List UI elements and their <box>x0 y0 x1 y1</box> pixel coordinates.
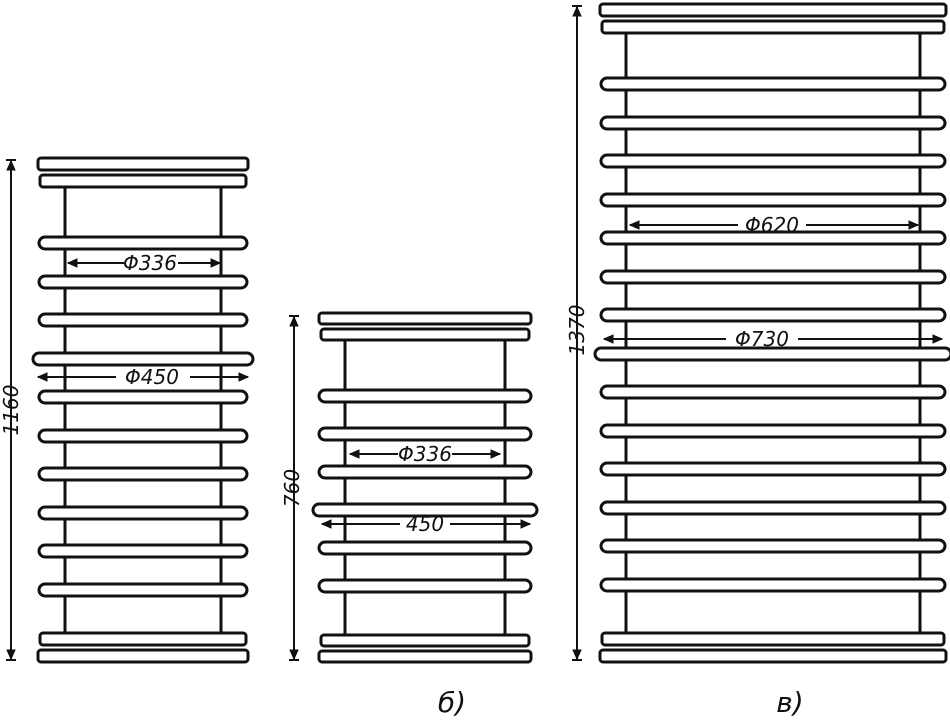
shed-c-1 <box>599 76 947 92</box>
shed-a-6 <box>37 428 249 444</box>
cap-plate-bottom-a <box>36 648 250 664</box>
height-dim-a-arrow-bottom <box>6 649 16 661</box>
diameter-dim-c-2-arrow-left <box>602 334 614 344</box>
shed-a-4 <box>31 351 255 367</box>
height-dim-b-arrow-bottom <box>289 649 299 661</box>
diameter-dim-b-2-arrow-left <box>320 519 332 529</box>
shed-c-5 <box>599 230 947 246</box>
diameter-dim-b-2-arrow-right <box>520 519 532 529</box>
cap-plate-top-a <box>36 156 250 172</box>
diameter-dim-c-2-arrow-right <box>932 334 944 344</box>
shed-a-1 <box>37 235 249 251</box>
shed-c-9 <box>599 384 947 400</box>
shed-a-2 <box>37 274 249 290</box>
cap-ring-bottom-b <box>319 633 531 648</box>
diameter-dim-a-2-arrow-right <box>238 372 250 382</box>
height-dim-c-arrow-top <box>572 5 582 17</box>
diameter-dim-b-1-arrow-left <box>348 449 360 459</box>
diameter-label-a-1: Φ336 <box>123 251 177 275</box>
shed-b-2 <box>317 426 533 442</box>
diameter-label-b-2: 450 <box>406 512 444 536</box>
diameter-label-b-1: Φ336 <box>398 442 452 466</box>
shed-b-4 <box>311 502 539 518</box>
shed-c-4 <box>599 192 947 208</box>
diameter-dim-c-1-arrow-left <box>628 220 640 230</box>
shed-b-6 <box>317 578 533 594</box>
shed-c-6 <box>599 269 947 285</box>
height-label-c: 1370 <box>565 305 589 356</box>
shed-c-11 <box>599 461 947 477</box>
diameter-dim-c-1-arrow-right <box>908 220 920 230</box>
shed-a-5 <box>37 389 249 405</box>
cap-ring-top-b <box>319 327 531 342</box>
shed-c-8 <box>593 346 950 362</box>
shed-c-10 <box>599 423 947 439</box>
cap-ring-top-c <box>600 19 946 35</box>
height-dim-c-arrow-bottom <box>572 649 582 661</box>
shed-c-12 <box>599 500 947 516</box>
cap-plate-top-b <box>317 311 533 326</box>
diameter-dim-a-1-arrow-left <box>66 258 78 268</box>
diameter-dim-b-1-arrow-right <box>490 449 502 459</box>
cap-plate-bottom-c <box>598 648 948 664</box>
shed-a-7 <box>37 466 249 482</box>
diameter-label-c-2: Φ730 <box>735 327 789 351</box>
caption-b: б) <box>438 686 466 719</box>
shed-c-7 <box>599 307 947 323</box>
caption-c: в) <box>776 686 803 719</box>
shed-a-8 <box>37 505 249 521</box>
cap-ring-bottom-c <box>600 631 946 647</box>
height-dim-a-arrow-top <box>6 159 16 171</box>
cap-plate-top-c <box>598 2 948 18</box>
cap-plate-bottom-b <box>317 649 533 664</box>
height-dim-b-arrow-top <box>289 315 299 327</box>
cap-ring-bottom-a <box>38 631 248 647</box>
shed-a-9 <box>37 543 249 559</box>
shed-b-3 <box>317 464 533 480</box>
shed-a-10 <box>37 582 249 598</box>
diameter-label-a-2: Φ450 <box>125 365 179 389</box>
shed-c-2 <box>599 115 947 131</box>
shed-c-13 <box>599 538 947 554</box>
shed-b-5 <box>317 540 533 556</box>
cap-ring-top-a <box>38 173 248 189</box>
shed-c-14 <box>599 577 947 593</box>
height-label-a: 1160 <box>0 385 23 436</box>
height-label-b: 760 <box>280 469 304 507</box>
shed-b-1 <box>317 388 533 404</box>
shed-c-3 <box>599 153 947 169</box>
diameter-label-c-1: Φ620 <box>745 213 799 237</box>
diameter-dim-a-2-arrow-left <box>36 372 48 382</box>
shed-a-3 <box>37 312 249 328</box>
diameter-dim-a-1-arrow-right <box>210 258 222 268</box>
